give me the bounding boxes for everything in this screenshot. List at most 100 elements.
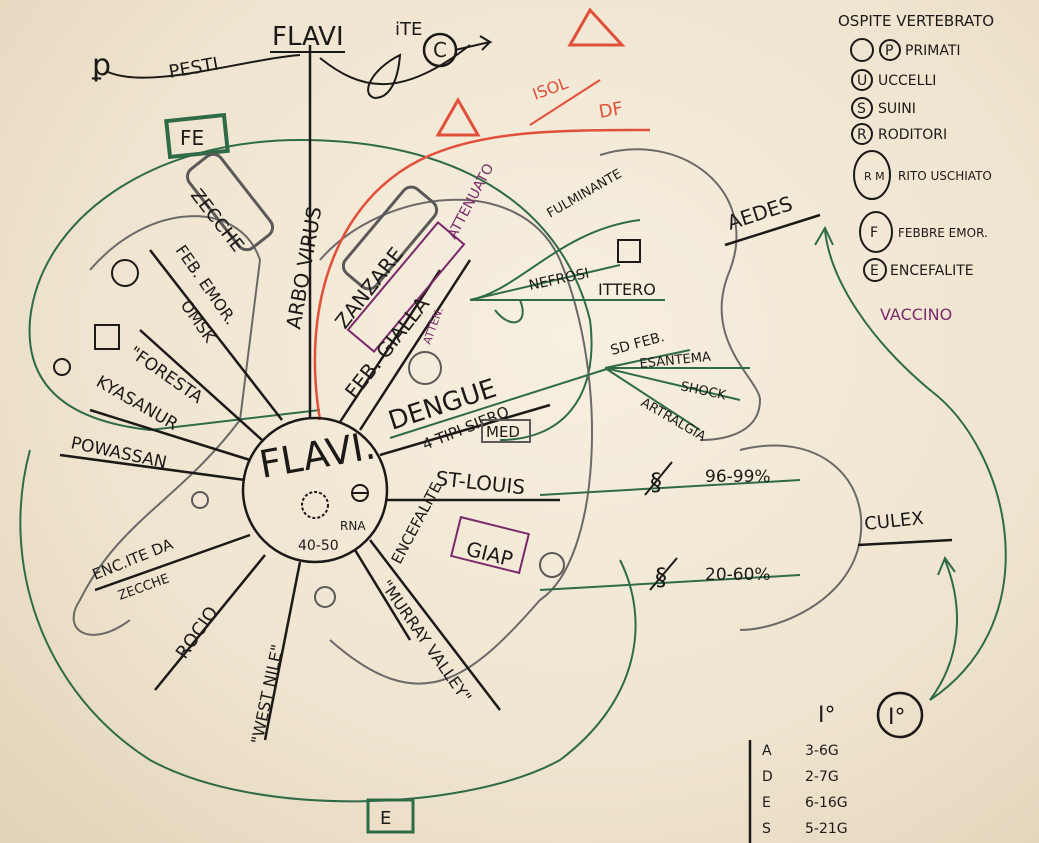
red-arc-slash (529, 79, 601, 126)
legend-items: P PRIMATI U UCCELLI S SUINI R RODITORI R… (850, 38, 992, 282)
fe-box (164, 112, 230, 160)
green-loop-top (299, 139, 593, 441)
fe-outer-loop (28, 139, 321, 432)
percent-1-label: 96-99% (705, 467, 771, 487)
e-box (366, 798, 415, 834)
inc-row-1-val: 2-7G (805, 769, 839, 785)
i-letter: I° (818, 703, 836, 728)
e-outer-loop (19, 449, 637, 803)
nefrosi-loop (494, 299, 524, 324)
ittero-label: ITTERO (598, 280, 656, 299)
legend-item-5-text: FEBBRE EMOR. (898, 226, 988, 240)
isol-label: ISOL (530, 73, 571, 103)
legend-item-0-text: PRIMATI (905, 43, 961, 59)
giap-box (449, 515, 531, 575)
inc-row-0-key: A (762, 743, 772, 759)
artralgia-label: ARTRALGIA (638, 395, 708, 444)
legend-item-3-sym: R (857, 127, 867, 143)
center-subtitle: 40-50 (298, 538, 339, 554)
plus-icon (351, 484, 369, 502)
culex-to-i-arrow (929, 559, 958, 701)
nefrosi-box (617, 239, 641, 263)
tick-gray-loop (72, 215, 262, 636)
inc-row-3-key: S (762, 821, 771, 837)
drop-icon (367, 53, 402, 100)
legend-item-6-sym: E (870, 263, 879, 279)
dagger-icon: ꝑ (91, 48, 111, 83)
i-circle (876, 691, 924, 739)
s-circle (539, 552, 565, 578)
pesti-label: PESTI (167, 54, 220, 83)
legend-item-6-text: ENCEFALITE (890, 263, 974, 279)
ite-line (319, 44, 471, 86)
fulminante-label: FULMINANTE (545, 167, 625, 222)
star-circle (408, 351, 442, 385)
pesti-line (107, 54, 301, 79)
culex-label: CULEX (863, 508, 924, 535)
percent-2-label: 20-60% (705, 565, 771, 585)
e-box-label: E (380, 808, 391, 829)
fe-box-label: FE (180, 126, 204, 150)
legend-item-2-text: SUINI (878, 101, 916, 117)
med-label: MED (486, 423, 520, 441)
legend-item-1-text: UCCELLI (878, 73, 936, 89)
center-circle (241, 416, 389, 564)
vaccino-label: VACCINO (880, 305, 952, 324)
dengue-branch-upper (469, 219, 641, 301)
aedes-label: AEDES (724, 191, 795, 235)
rocio-label: ROCIO (172, 603, 223, 663)
legend-title: OSPITE VERTEBRATO (838, 12, 994, 30)
powassan-label: POWASSAN (69, 433, 168, 473)
c-letter: C (433, 38, 447, 62)
legend-item-0-sym: P (885, 43, 893, 59)
flavi-top: FLAVI (272, 22, 344, 52)
red-triangle-top (567, 7, 626, 47)
legend-item-1-sym: U (857, 73, 867, 89)
zecche-box (185, 152, 275, 252)
legend-item-3-text: RODITORI (878, 127, 947, 143)
rm-circle (111, 259, 139, 287)
incubation-table: A 3-6G D 2-7G E 6-16G S 5-21G (762, 743, 848, 837)
spokes (59, 45, 560, 741)
feb-gialla-box (346, 221, 466, 353)
inc-row-2-key: E (762, 795, 771, 811)
inc-row-2-val: 6-16G (805, 795, 848, 811)
st-louis-label: ST-LOUIS (434, 466, 526, 499)
shock-label: SHOCK (679, 379, 727, 403)
encefalite-label: ENCEFALITE (388, 479, 446, 567)
zanzare-box (341, 185, 439, 291)
inc-row-0-val: 3-6G (805, 743, 839, 759)
center-title: FLAVI. (256, 423, 379, 487)
f-small-box (94, 324, 120, 350)
virion-icon (301, 491, 329, 519)
med-box (481, 419, 531, 443)
i-circle-label: I° (888, 705, 906, 730)
attenuato-label: ATTENUATO (444, 161, 497, 242)
r-circle-left (191, 491, 209, 509)
giap-label: GIAP (464, 537, 516, 572)
west-nile-label: "WEST NILE" (247, 643, 287, 746)
mosquito-gray-loop (319, 198, 593, 685)
aedes-gray-loop (599, 148, 762, 441)
legend-item-4-sym: R M (864, 170, 885, 183)
zecche2-label: ZECCHE (116, 571, 171, 603)
legend-item-4-text: RITO USCHIATO (898, 169, 992, 183)
zecche-label: ZECCHE (186, 185, 248, 256)
rna-label: RNA (340, 519, 366, 533)
inc-row-1-key: D (762, 769, 773, 785)
df-label: DF (597, 98, 624, 123)
arrow-right-icon (454, 35, 493, 51)
red-arc (313, 128, 651, 421)
p-circle-left (53, 358, 71, 376)
legend-item-5-sym: F (870, 225, 878, 241)
red-triangle-left (435, 96, 481, 137)
inc-row-3-val: 5-21G (805, 821, 848, 837)
murray-label: "MURRAY VALLEY" (377, 576, 476, 706)
legend-item-2-sym: S (857, 101, 866, 117)
aedes-loop-arrow (824, 229, 1007, 701)
ite-label: iTE (395, 19, 422, 40)
culex-gray-loop (739, 444, 863, 631)
u-circle (314, 586, 336, 608)
